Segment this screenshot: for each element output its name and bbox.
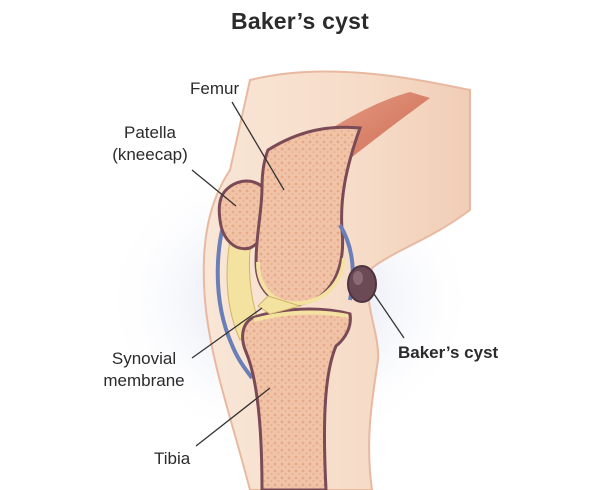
label-synovial-line2: membrane (103, 371, 185, 390)
femur-cartilage (256, 257, 346, 306)
leader-lines (191, 101, 405, 447)
label-tibia: Tibia (154, 449, 191, 468)
label-bakers-cyst: Baker’s cyst (398, 343, 499, 362)
leader-synovial (191, 307, 263, 359)
bakers-cyst-highlight (353, 271, 363, 285)
joint-fluid (257, 295, 302, 315)
tibia-cartilage (253, 310, 349, 322)
leader-patella (191, 169, 237, 207)
label-femur: Femur (190, 79, 240, 98)
label-patella-line1: Patella (124, 123, 176, 142)
label-synovial-membrane: Synovial membrane (94, 348, 194, 392)
label-patella-line2: (kneecap) (112, 145, 188, 164)
leader-femur (231, 101, 285, 191)
label-patella: Patella (kneecap) (102, 122, 198, 166)
tibia-bone (241, 307, 352, 490)
leader-tibia (195, 387, 271, 447)
diagram-title: Baker’s cyst (231, 8, 369, 34)
label-synovial-line1: Synovial (111, 349, 177, 368)
bakers-cyst-shape (347, 265, 377, 303)
leader-bakers-cyst (373, 293, 405, 339)
